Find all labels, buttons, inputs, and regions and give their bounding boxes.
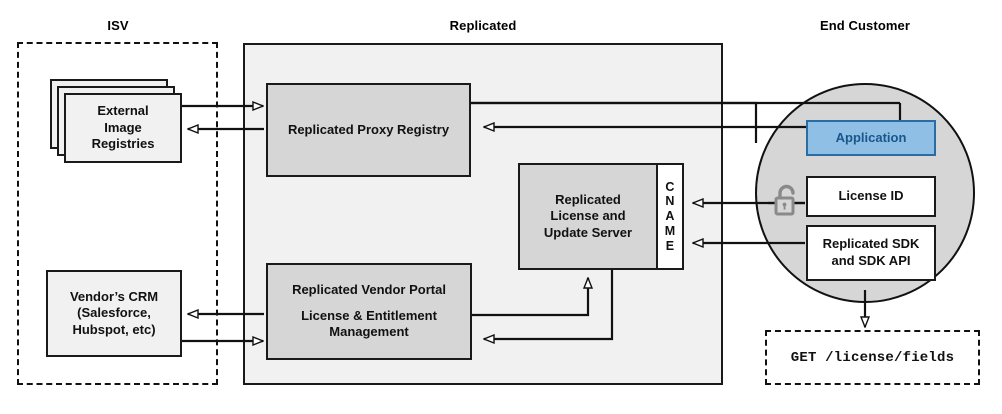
crm-line-1: Vendor’s CRM [69,288,159,304]
application-label: Application [835,129,907,145]
sdk-line-2: and SDK API [831,253,911,268]
vendor-portal-line-4: Management [329,324,409,340]
vendor-portal-line-3: License & Entitlement [301,307,437,323]
crm-line-3: Hubspot, etc) [72,321,156,337]
unlock-icon [774,184,795,216]
zone-isv [17,42,218,385]
node-replicated-sdk[interactable]: Replicated SDK and SDK API [806,225,936,281]
license-server-line-1: Replicated [555,191,621,207]
crm-line-2: (Salesforce, [77,305,151,321]
node-license-update-server[interactable]: Replicated License and Update Server [518,163,658,270]
sdk-line-1: Replicated SDK [822,236,920,252]
conn-license-server-to-portal [484,270,614,339]
zone-title-isv: ISV [107,18,129,33]
cname-letter-m: M [664,223,676,238]
vendor-portal-line-1: Replicated Vendor Portal [292,282,446,298]
cname-letter-n: N [665,194,675,209]
license-server-line-2: License and [550,208,626,224]
node-vendors-crm[interactable]: Vendor’s CRM (Salesforce, Hubspot, etc) [46,270,182,357]
conn-portal-to-license-server [472,278,588,317]
zone-title-end-customer: End Customer [819,18,911,33]
conn-proxy-to-application-seg1 [471,101,758,143]
license-id-label: License ID [838,188,904,204]
cname-letter-c: C [665,179,675,194]
node-external-image-registries[interactable]: External Image Registries [64,93,182,163]
registries-line-1: External [97,103,149,119]
license-server-line-3: Update Server [543,224,633,240]
registries-line-2: Image [104,119,142,135]
vendor-portal-spacer [292,299,446,308]
zone-title-replicated: Replicated [449,18,517,33]
proxy-registry-label: Replicated Proxy Registry [287,121,450,137]
node-license-id[interactable]: License ID [806,176,936,217]
registries-line-3: Registries [91,136,155,152]
cname-letter-e: E [665,238,675,253]
node-api-call-box [765,330,980,385]
node-replicated-vendor-portal[interactable]: Replicated Vendor Portal License & Entit… [266,263,472,360]
node-application[interactable]: Application [806,120,936,156]
node-cname[interactable]: C N A M E [656,163,684,270]
node-replicated-proxy-registry[interactable]: Replicated Proxy Registry [266,83,471,177]
api-call-label: GET /license/fields [790,349,955,366]
cname-letter-a: A [665,209,675,224]
